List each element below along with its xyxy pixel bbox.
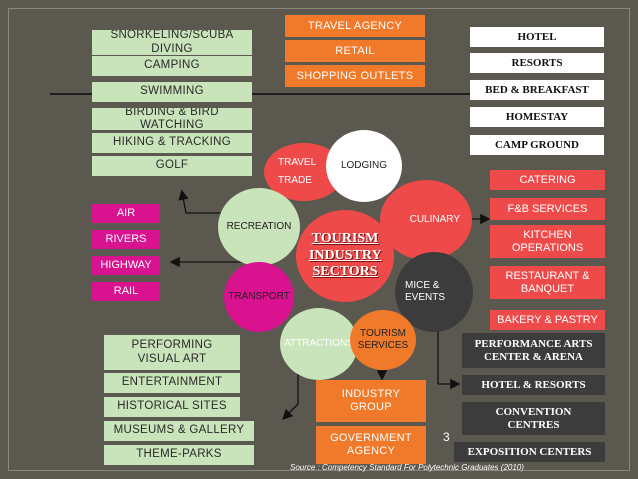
birding-label: BIRDING & BIRD WATCHING	[125, 108, 219, 130]
attractions-arrow	[282, 403, 299, 420]
recreation-label: RECREATION	[226, 221, 292, 232]
center-label: TOURISM INDUSTRY SECTORS	[308, 230, 382, 280]
bakery-pastry-box: BAKERY & PASTRY	[490, 310, 605, 330]
restaurant-banquet-label: RESTAURANT & BANQUET	[505, 269, 590, 295]
museums-gallery-label: MUSEUMS & GALLERY	[113, 424, 245, 437]
slide-frame	[8, 8, 630, 471]
exposition-centers-label: EXPOSITION CENTERS	[467, 445, 592, 458]
hotel-resorts-box: HOTEL & RESORTS	[462, 375, 605, 395]
hotel-label: HOTEL	[517, 30, 557, 43]
mice-label-2: EVENTS	[405, 292, 446, 303]
tourism-services-label-1: TOURISM	[360, 328, 406, 339]
fb-services-label: F&B SERVICES	[507, 202, 588, 215]
culinary-circle: CULINARY	[380, 180, 472, 260]
fb-services-box: F&B SERVICES	[490, 198, 605, 220]
rivers-box: RIVERS	[92, 230, 160, 249]
mice-events-circle: MICE & EVENTS	[395, 252, 473, 332]
snorkeling-label: SNORKELING/SCUBA DIVING	[110, 30, 234, 55]
performing-visual-art-box: PERFORMING VISUAL ART	[104, 335, 240, 370]
industry-group-label: INDUSTRY GROUP	[341, 388, 401, 413]
convention-centres-box: CONVENTION CENTRES	[462, 402, 605, 435]
mice-label-1: MICE &	[405, 280, 440, 291]
historical-sites-box: HISTORICAL SITES	[104, 397, 240, 417]
travel-agency-box: TRAVEL AGENCY	[285, 15, 425, 37]
hiking-label: HIKING & TRACKING	[113, 136, 231, 149]
hotel-box: HOTEL	[470, 27, 604, 47]
highway-label: HIGHWAY	[100, 259, 152, 272]
golf-label: GOLF	[155, 159, 189, 172]
transport-label: TRANSPORT	[228, 291, 290, 302]
resorts-box: RESORTS	[470, 53, 604, 73]
catering-label: CATERING	[519, 173, 576, 186]
highway-box: HIGHWAY	[92, 256, 160, 275]
travel-trade-label-2: TRADE	[278, 175, 312, 186]
travel-trade-label-1: TRAVEL	[278, 157, 317, 168]
source-note: Source : Competency Standard For Polytec…	[290, 463, 524, 472]
camping-box: CAMPING	[92, 56, 252, 76]
bed-breakfast-label: BED & BREAKFAST	[485, 83, 589, 96]
recreation-circle: RECREATION	[218, 188, 300, 266]
swimming-box: SWIMMING	[92, 82, 252, 102]
restaurant-banquet-box: RESTAURANT & BANQUET	[490, 266, 605, 299]
industry-group-box: INDUSTRY GROUP	[316, 380, 426, 422]
exposition-centers-box: EXPOSITION CENTERS	[454, 442, 605, 462]
air-label: AIR	[116, 207, 136, 220]
recreation-arrow	[178, 189, 189, 214]
lodging-label: LODGING	[340, 160, 388, 171]
golf-box: GOLF	[92, 156, 252, 176]
page-number: 3	[443, 430, 450, 444]
rail-box: RAIL	[92, 282, 160, 301]
government-agency-label: GOVERNMENT AGENCY	[330, 432, 412, 457]
retail-label: RETAIL	[335, 44, 375, 57]
performing-visual-art-label: PERFORMING VISUAL ART	[131, 339, 213, 365]
kitchen-operations-box: KITCHEN OPERATIONS	[490, 225, 605, 258]
performance-arts-label: PERFORMANCE ARTS CENTER & ARENA	[474, 337, 593, 363]
snorkeling-box: SNORKELING/SCUBA DIVING	[92, 30, 252, 55]
retail-box: RETAIL	[285, 40, 425, 62]
tourism-services-label-2: SERVICES	[357, 340, 409, 351]
attractions-circle: ATTRACTIONS	[280, 308, 358, 380]
hiking-box: HIKING & TRACKING	[92, 133, 252, 153]
kitchen-operations-label: KITCHEN OPERATIONS	[511, 228, 584, 254]
tourism-industry-sectors-circle: TOURISM INDUSTRY SECTORS	[296, 210, 394, 302]
lodging-circle: LODGING	[326, 130, 402, 202]
bakery-pastry-label: BAKERY & PASTRY	[497, 313, 598, 326]
camp-ground-box: CAMP GROUND	[470, 135, 604, 155]
travel-agency-label: TRAVEL AGENCY	[307, 19, 403, 32]
rail-label: RAIL	[113, 285, 139, 298]
rivers-label: RIVERS	[105, 233, 147, 246]
theme-parks-label: THEME-PARKS	[136, 448, 222, 461]
catering-box: CATERING	[490, 170, 605, 190]
birding-box: BIRDING & BIRD WATCHING	[92, 108, 252, 130]
hotel-resorts-label: HOTEL & RESORTS	[481, 378, 586, 391]
transport-circle: TRANSPORT	[224, 262, 294, 332]
tourism-services-circle: TOURISM SERVICES	[350, 310, 416, 370]
museums-gallery-box: MUSEUMS & GALLERY	[104, 421, 254, 441]
attractions-label: ATTRACTIONS	[284, 338, 354, 349]
divider-line	[50, 93, 595, 95]
entertainment-label: ENTERTAINMENT	[121, 376, 223, 389]
swimming-label: SWIMMING	[140, 85, 204, 98]
government-agency-box: GOVERNMENT AGENCY	[316, 426, 426, 464]
performance-arts-box: PERFORMANCE ARTS CENTER & ARENA	[462, 333, 605, 368]
convention-centres-label: CONVENTION CENTRES	[495, 405, 572, 431]
culinary-label: CULINARY	[409, 214, 460, 225]
bed-breakfast-box: BED & BREAKFAST	[470, 80, 604, 100]
shopping-outlets-box: SHOPPING OUTLETS	[285, 65, 425, 87]
homestay-label: HOMESTAY	[505, 110, 569, 123]
entertainment-box: ENTERTAINMENT	[104, 373, 240, 393]
shopping-outlets-label: SHOPPING OUTLETS	[296, 69, 414, 82]
camping-label: CAMPING	[144, 59, 200, 72]
historical-sites-label: HISTORICAL SITES	[117, 400, 227, 413]
resorts-label: RESORTS	[511, 56, 563, 69]
homestay-box: HOMESTAY	[470, 107, 604, 127]
theme-parks-box: THEME-PARKS	[104, 445, 254, 465]
camp-ground-label: CAMP GROUND	[494, 138, 580, 151]
air-box: AIR	[92, 204, 160, 223]
